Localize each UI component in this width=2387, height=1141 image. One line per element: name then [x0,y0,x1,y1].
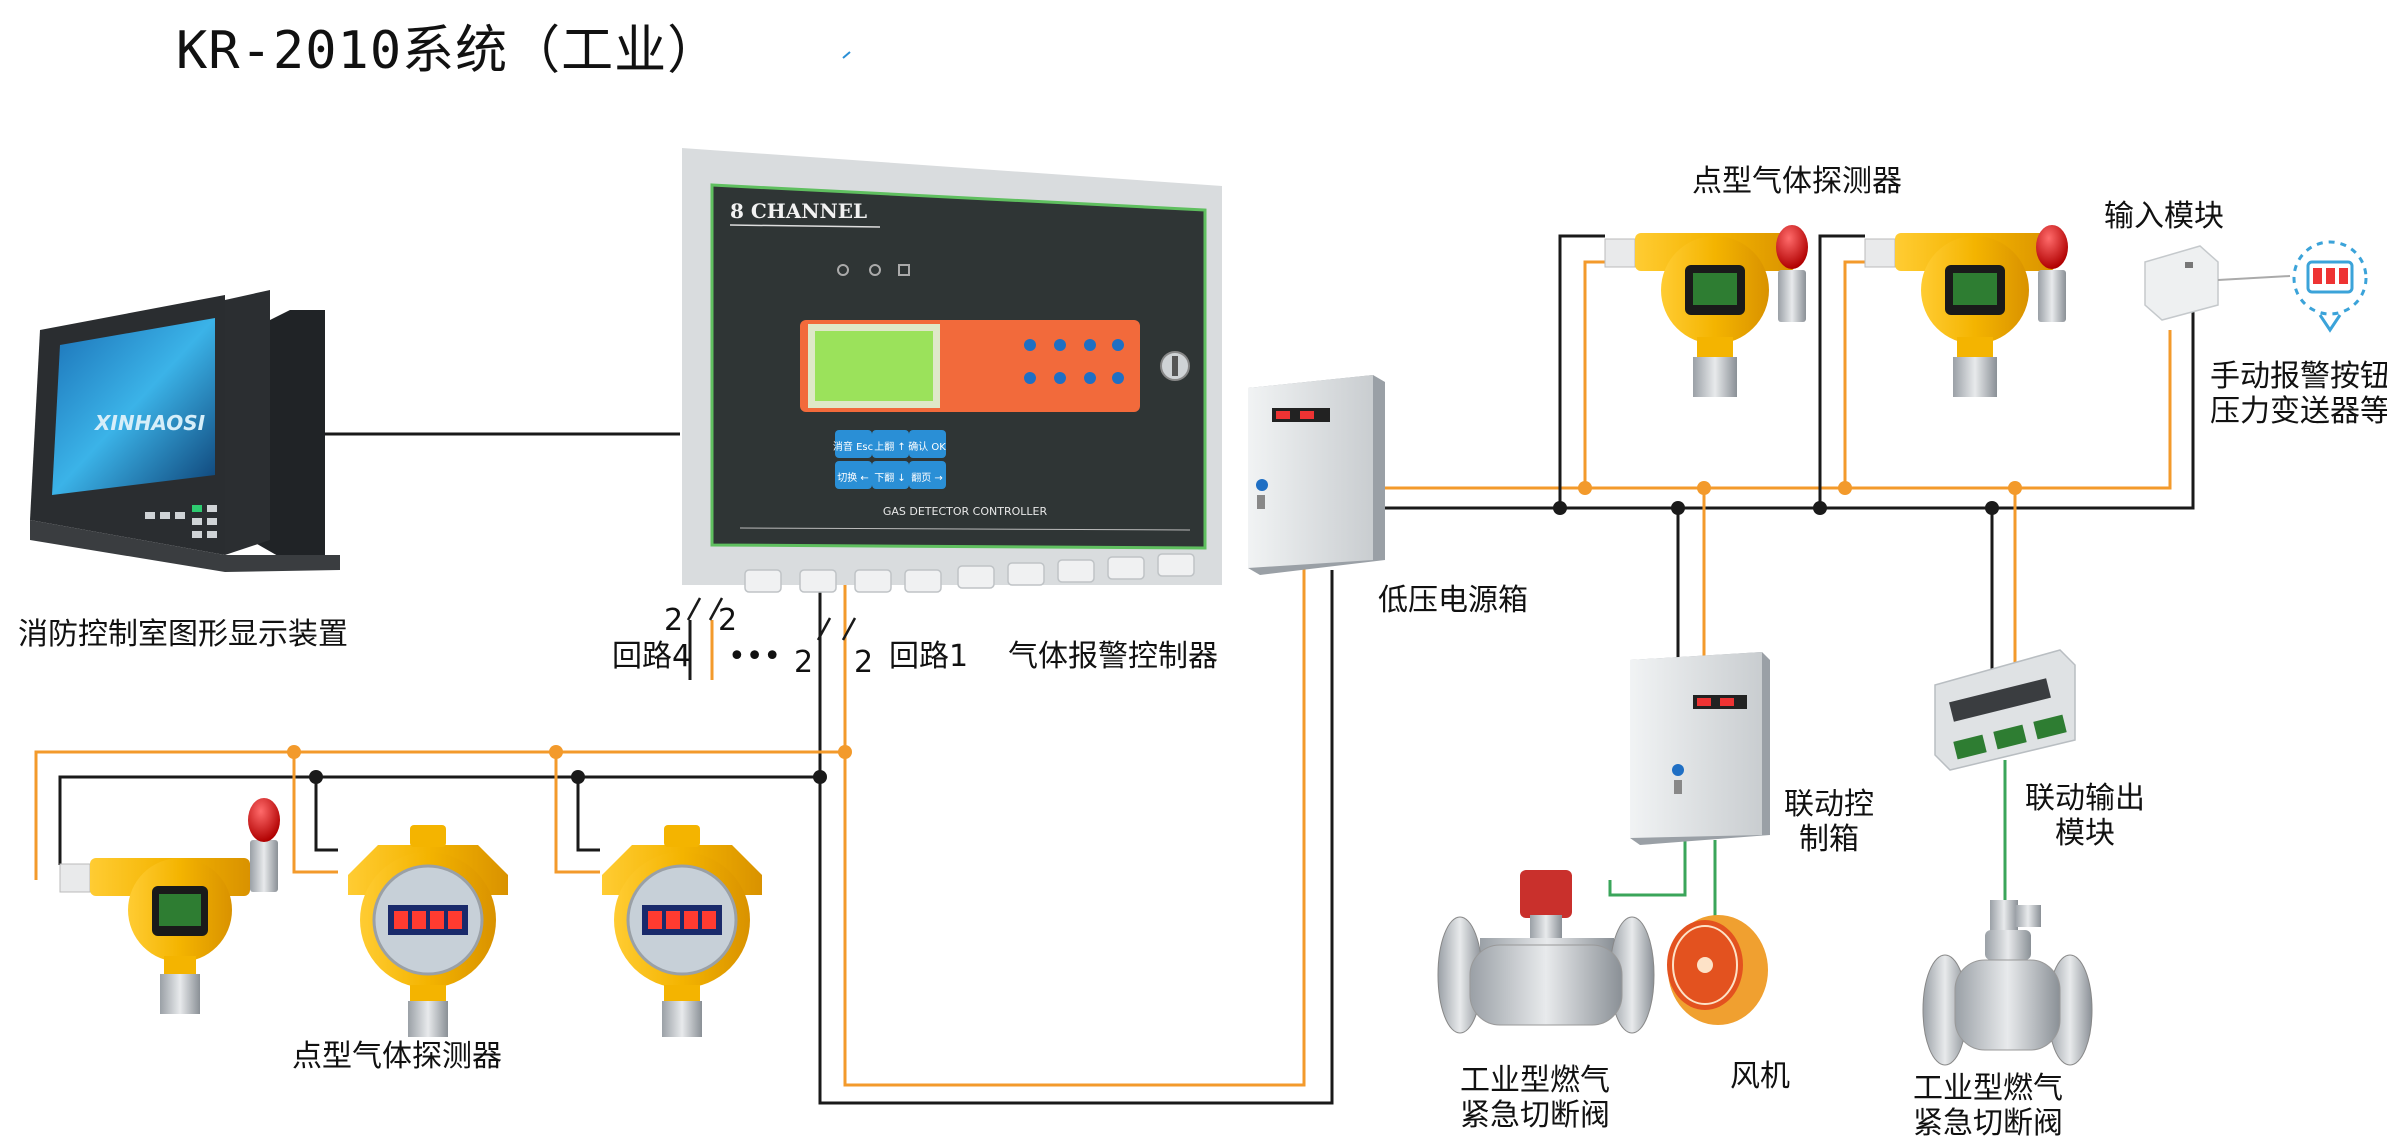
gas-alarm-controller-label: 气体报警控制器 [1008,639,1218,674]
drop-orange-3 [554,752,600,874]
key-right: 翻页 → [911,472,943,484]
key-down: 下翻 ↓ [874,472,906,484]
loop-ellipsis: ••• [728,639,782,674]
loop-return-black [818,570,1334,1105]
page-title: KR-2010系统（工业） [176,21,721,81]
valve2-label-line2: 紧急切断阀 [1913,1105,2063,1141]
key-left: 切换 ← [837,471,869,484]
loop4-wire-count-left: 2 [664,603,684,638]
right-bus-black [1380,455,2195,510]
key-esc: 消音 Esc [833,440,873,453]
low-voltage-power-box [1248,375,1385,575]
loop1-label: 回路1 [889,639,969,674]
fan-label: 风机 [1730,1059,1790,1094]
valve1-label: 工业型燃气 紧急切断阀 [1460,1063,1610,1133]
gas-shutoff-valve-2 [1922,900,2093,1066]
fire-control-display-device: XINHAOSI [30,290,340,572]
key-up: 上翻 ↑ [874,441,906,453]
loop1-wire-count-right: 2 [854,645,874,680]
manual-button-icon [2292,240,2368,333]
gas-shutoff-valve-1 [1437,870,1655,1034]
manual-button-digits [2313,268,2348,284]
loop1-black [58,775,820,865]
linkage-box-label-line1: 联动控 [1784,787,1874,822]
loop1-wire-count-left: 2 [794,645,814,680]
linkage-output-label-line2: 模块 [2055,815,2115,851]
drop-orange-2 [292,752,338,874]
fan-device [1667,915,1768,1025]
drop-black-2 [314,777,338,852]
manual-button-label: 手动报警按钮 压力变送器等 [2210,359,2387,429]
drop-black-3 [576,777,600,852]
loop-switch-marks [686,597,857,641]
linkage-box-label: 联动控 制箱 [1784,787,1874,857]
loop4-label: 回路4 [612,639,692,674]
point-detector-bottom-3 [602,825,762,1037]
manual-button-label-line2: 压力变送器等 [2210,393,2387,429]
linkage-output-label-line1: 联动输出 [2025,781,2145,816]
gas-alarm-controller-device: 8 CHANNEL 消音 Esc 上翻 ↑ 确认 OK 切换 ← [682,148,1222,593]
loop-return-orange [843,560,1306,1087]
point-detector-top-2 [1864,225,2068,397]
controller-footer: GAS DETECTOR CONTROLLER [883,505,1048,518]
input-module-label: 输入模块 [2104,199,2224,234]
input-module-device [2144,245,2219,321]
linkage-box-label-line2: 制箱 [1799,821,1859,857]
low-voltage-box-label: 低压电源箱 [1378,583,1528,618]
point-detector-top-label: 点型气体探测器 [1692,164,1902,199]
valve2-label: 工业型燃气 紧急切断阀 [1913,1071,2063,1141]
linkage-output-label: 联动输出 模块 [2025,781,2145,851]
right-bus-orange [1380,420,2172,490]
monitor-brand: XINHAOSI [93,411,206,435]
loop4-wire-count-right: 2 [718,603,738,638]
linkage-output-module-device [1934,649,2076,771]
manual-button-label-line1: 手动报警按钮 [2210,359,2387,394]
valve1-label-line2: 紧急切断阀 [1460,1097,1610,1133]
point-detector-bottom-2 [348,825,508,1037]
point-detector-bottom-1 [59,798,280,1014]
controller-brand: 8 CHANNEL [730,199,867,223]
linkage-control-box [1630,652,1770,845]
controller-keypad: 消音 Esc 上翻 ↑ 确认 OK 切换 ← 下翻 ↓ 翻页 → [833,430,946,489]
valve1-label-line1: 工业型燃气 [1460,1063,1610,1098]
valve2-label-line1: 工业型燃气 [1913,1071,2063,1106]
fire-control-display-label: 消防控制室图形显示装置 [18,617,348,652]
key-ok: 确认 OK [908,440,946,453]
point-detector-top-1 [1604,225,1808,397]
point-detector-bottom-label: 点型气体探测器 [292,1039,502,1074]
wiring [34,234,2195,1105]
loop1-orange [34,750,845,880]
